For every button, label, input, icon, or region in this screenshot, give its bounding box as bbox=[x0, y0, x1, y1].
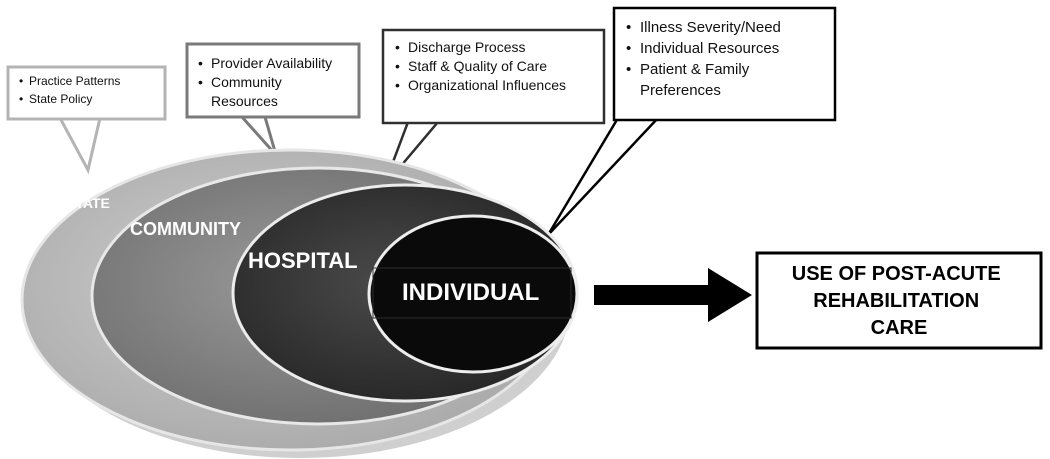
outcome-line: USE OF POST-ACUTE bbox=[792, 263, 1001, 285]
state-label: STATE bbox=[66, 195, 110, 211]
svg-text:• Discharge Process: • Discharge Process • Staff & Quality of… bbox=[395, 39, 566, 93]
svg-text:• Practice Patterns: • Practice Patterns • State Policy bbox=[19, 74, 124, 106]
state-callout: • Practice Patterns • State Policy bbox=[6, 65, 167, 121]
individual-callout-item: Preferences bbox=[640, 82, 721, 99]
outcome-line: REHABILITATION bbox=[813, 290, 979, 312]
individual-callout-item: Illness Severity/Need bbox=[640, 19, 781, 36]
individual-callout-bullet: • bbox=[626, 61, 631, 78]
hospital-callout-bullet: • bbox=[395, 58, 400, 74]
outcome-box: USE OF POST-ACUTE REHABILITATION CARE bbox=[755, 251, 1043, 350]
individual-label: INDIVIDUAL bbox=[402, 279, 539, 306]
community-callout-item: Community bbox=[211, 74, 282, 90]
state-callout-pointer bbox=[58, 117, 102, 175]
svg-text:• Illness Severity/Need: • Illness Severity/Need • Individual Res… bbox=[626, 19, 785, 99]
community-label: COMMUNITY bbox=[130, 219, 241, 239]
community-callout: • Provider Availability • Community Reso… bbox=[185, 42, 361, 119]
individual-callout-bullet: • bbox=[626, 19, 631, 36]
community-callout-item: Resources bbox=[211, 93, 278, 109]
svg-text:• Provider Availability: • Provider Availability • Community Reso… bbox=[198, 55, 336, 109]
community-callout-bullet: • bbox=[198, 74, 203, 90]
hospital-callout-item: Discharge Process bbox=[408, 39, 526, 55]
hospital-label: HOSPITAL bbox=[248, 248, 358, 273]
community-callout-item: Provider Availability bbox=[211, 55, 332, 71]
hospital-callout-item: Staff & Quality of Care bbox=[408, 58, 547, 74]
hospital-callout-bullet: • bbox=[395, 77, 400, 93]
individual-callout-item: Individual Resources bbox=[640, 40, 779, 57]
hospital-callout: • Discharge Process • Staff & Quality of… bbox=[381, 28, 606, 125]
arrow-right-icon bbox=[594, 268, 752, 322]
hospital-callout-bullet: • bbox=[395, 39, 400, 55]
state-callout-bullet: • bbox=[19, 74, 23, 88]
individual-callout-item: Patient & Family bbox=[640, 61, 750, 78]
individual-level bbox=[367, 214, 579, 374]
individual-callout: • Illness Severity/Need • Individual Res… bbox=[612, 6, 837, 122]
state-callout-item: State Policy bbox=[29, 92, 92, 106]
individual-callout-bullet: • bbox=[626, 40, 631, 57]
svg-text:USE OF POST-ACUTE REHABI: USE OF POST-ACUTE REHABILITATION CARE bbox=[792, 263, 1006, 339]
individual-ellipse bbox=[367, 214, 579, 374]
state-callout-bullet: • bbox=[19, 92, 23, 106]
individual-label-frame bbox=[372, 267, 572, 319]
hospital-callout-item: Organizational Influences bbox=[408, 77, 566, 93]
outcome-line: CARE bbox=[871, 317, 928, 339]
individual-callout-pointer bbox=[546, 117, 659, 236]
state-callout-item: Practice Patterns bbox=[29, 74, 120, 88]
community-callout-bullet: • bbox=[198, 55, 203, 71]
